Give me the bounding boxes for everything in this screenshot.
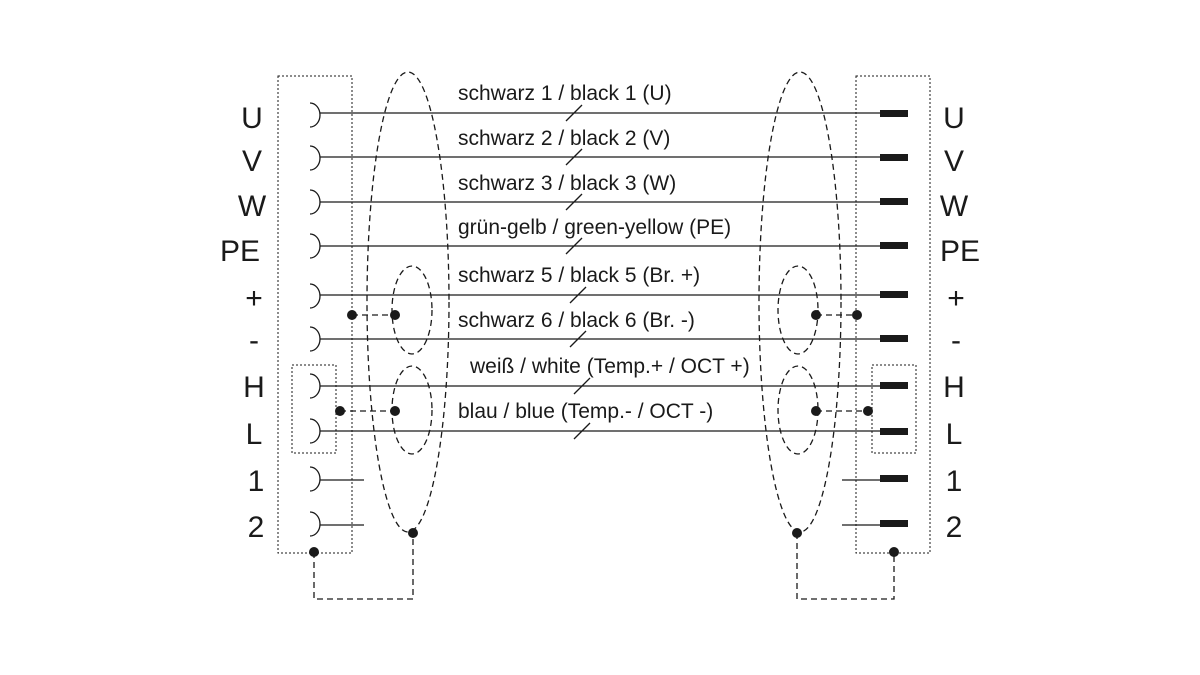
right-pin-label-v: V (944, 145, 964, 178)
wire-label-minus: schwarz 6 / black 6 (Br. -) (458, 309, 695, 332)
right-pin-label-minus: - (951, 324, 961, 357)
left-pin-labels: U V W PE + - H L 1 2 (220, 102, 267, 544)
right-hl-group (871, 364, 917, 454)
right-pin-labels: U V W PE + - H L 1 2 (940, 102, 980, 544)
left-pin-label-plus: + (245, 282, 263, 315)
right-pin-label-1: 1 (946, 465, 963, 498)
wires (320, 112, 880, 526)
right-pin-h (880, 382, 908, 389)
right-overall-shield (758, 71, 842, 533)
left-pin-label-l: L (246, 418, 263, 451)
wire-label-plus: schwarz 5 / black 5 (Br. +) (458, 264, 700, 287)
left-pin-label-h: H (243, 371, 265, 404)
right-pin-label-l: L (946, 418, 963, 451)
right-pin-w (880, 198, 908, 205)
right-pin-label-2: 2 (946, 511, 963, 544)
wire-label-v: schwarz 2 / black 2 (V) (458, 127, 670, 150)
left-socket-plus (309, 283, 321, 309)
left-pin-label-pe: PE (220, 235, 260, 268)
left-pin-label-v: V (242, 145, 262, 178)
wire-label-u: schwarz 1 / black 1 (U) (458, 82, 672, 105)
right-pin-pe (880, 242, 908, 249)
wire-label-l: blau / blue (Temp.- / OCT -) (458, 400, 713, 423)
left-pin-label-1: 1 (248, 465, 265, 498)
left-socket-minus (309, 326, 321, 352)
right-pin-v (880, 154, 908, 161)
right-pin-label-w: W (940, 190, 969, 223)
left-socket-w (309, 189, 321, 215)
left-overall-shield (366, 71, 450, 533)
left-socket-pe (309, 233, 321, 259)
right-pin-1 (880, 475, 908, 482)
wire-ticks (565, 104, 591, 440)
wire-label-pe: grün-gelb / green-yellow (PE) (458, 216, 731, 239)
left-pin-label-2: 2 (248, 511, 265, 544)
right-pin-l (880, 428, 908, 435)
wire-label-w: schwarz 3 / black 3 (W) (458, 172, 676, 195)
wire-label-h: weiß / white (Temp.+ / OCT +) (469, 355, 750, 378)
left-socket-l (309, 418, 321, 444)
left-pin-label-u: U (241, 102, 263, 135)
left-socket-v (309, 145, 321, 171)
right-pin-plus (880, 291, 908, 298)
left-socket-1 (309, 466, 321, 492)
left-pair-shield-brake (391, 265, 433, 355)
right-pin-2 (880, 520, 908, 527)
right-pin-u (880, 110, 908, 117)
left-socket-h (309, 373, 321, 399)
right-pin-minus (880, 335, 908, 342)
right-pin-label-u: U (943, 102, 965, 135)
right-pins (880, 110, 908, 527)
right-pin-label-pe: PE (940, 235, 980, 268)
left-pin-label-w: W (238, 190, 267, 223)
right-shield-connections (792, 310, 899, 600)
left-socket-2 (309, 511, 321, 537)
right-pin-label-plus: + (947, 282, 965, 315)
right-pin-label-h: H (943, 371, 965, 404)
wire-labels: schwarz 1 / black 1 (U) schwarz 2 / blac… (458, 82, 750, 423)
left-pin-label-minus: - (249, 324, 259, 357)
left-shield-connections (309, 310, 418, 600)
left-sockets (309, 102, 321, 537)
left-hl-group (291, 364, 337, 454)
left-socket-u (309, 102, 321, 128)
right-pair-shield-brake (777, 265, 819, 355)
